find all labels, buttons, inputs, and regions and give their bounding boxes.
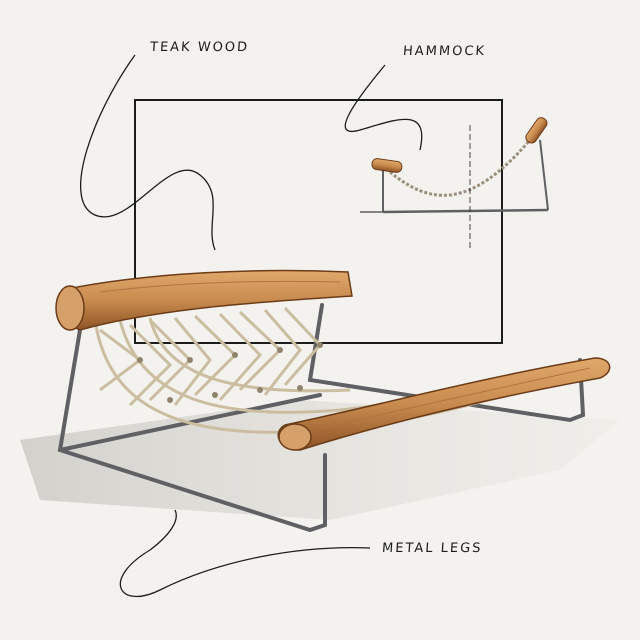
ground-shadow — [20, 400, 620, 520]
teak-backrest-beam — [55, 269, 353, 331]
metal-legs-label: METAL LEGS — [381, 541, 483, 556]
hammock-leader-line — [344, 64, 423, 151]
rope-knots — [137, 342, 323, 403]
teak-wood-label: TEAK WOOD — [149, 40, 250, 55]
teak-wood-leader-line — [80, 54, 216, 251]
hammock-label: HAMMOCK — [402, 44, 487, 59]
hammock-inset-drawing — [360, 117, 549, 248]
teak-front-beam — [277, 357, 611, 451]
metal-legs-leader-line — [119, 509, 371, 598]
